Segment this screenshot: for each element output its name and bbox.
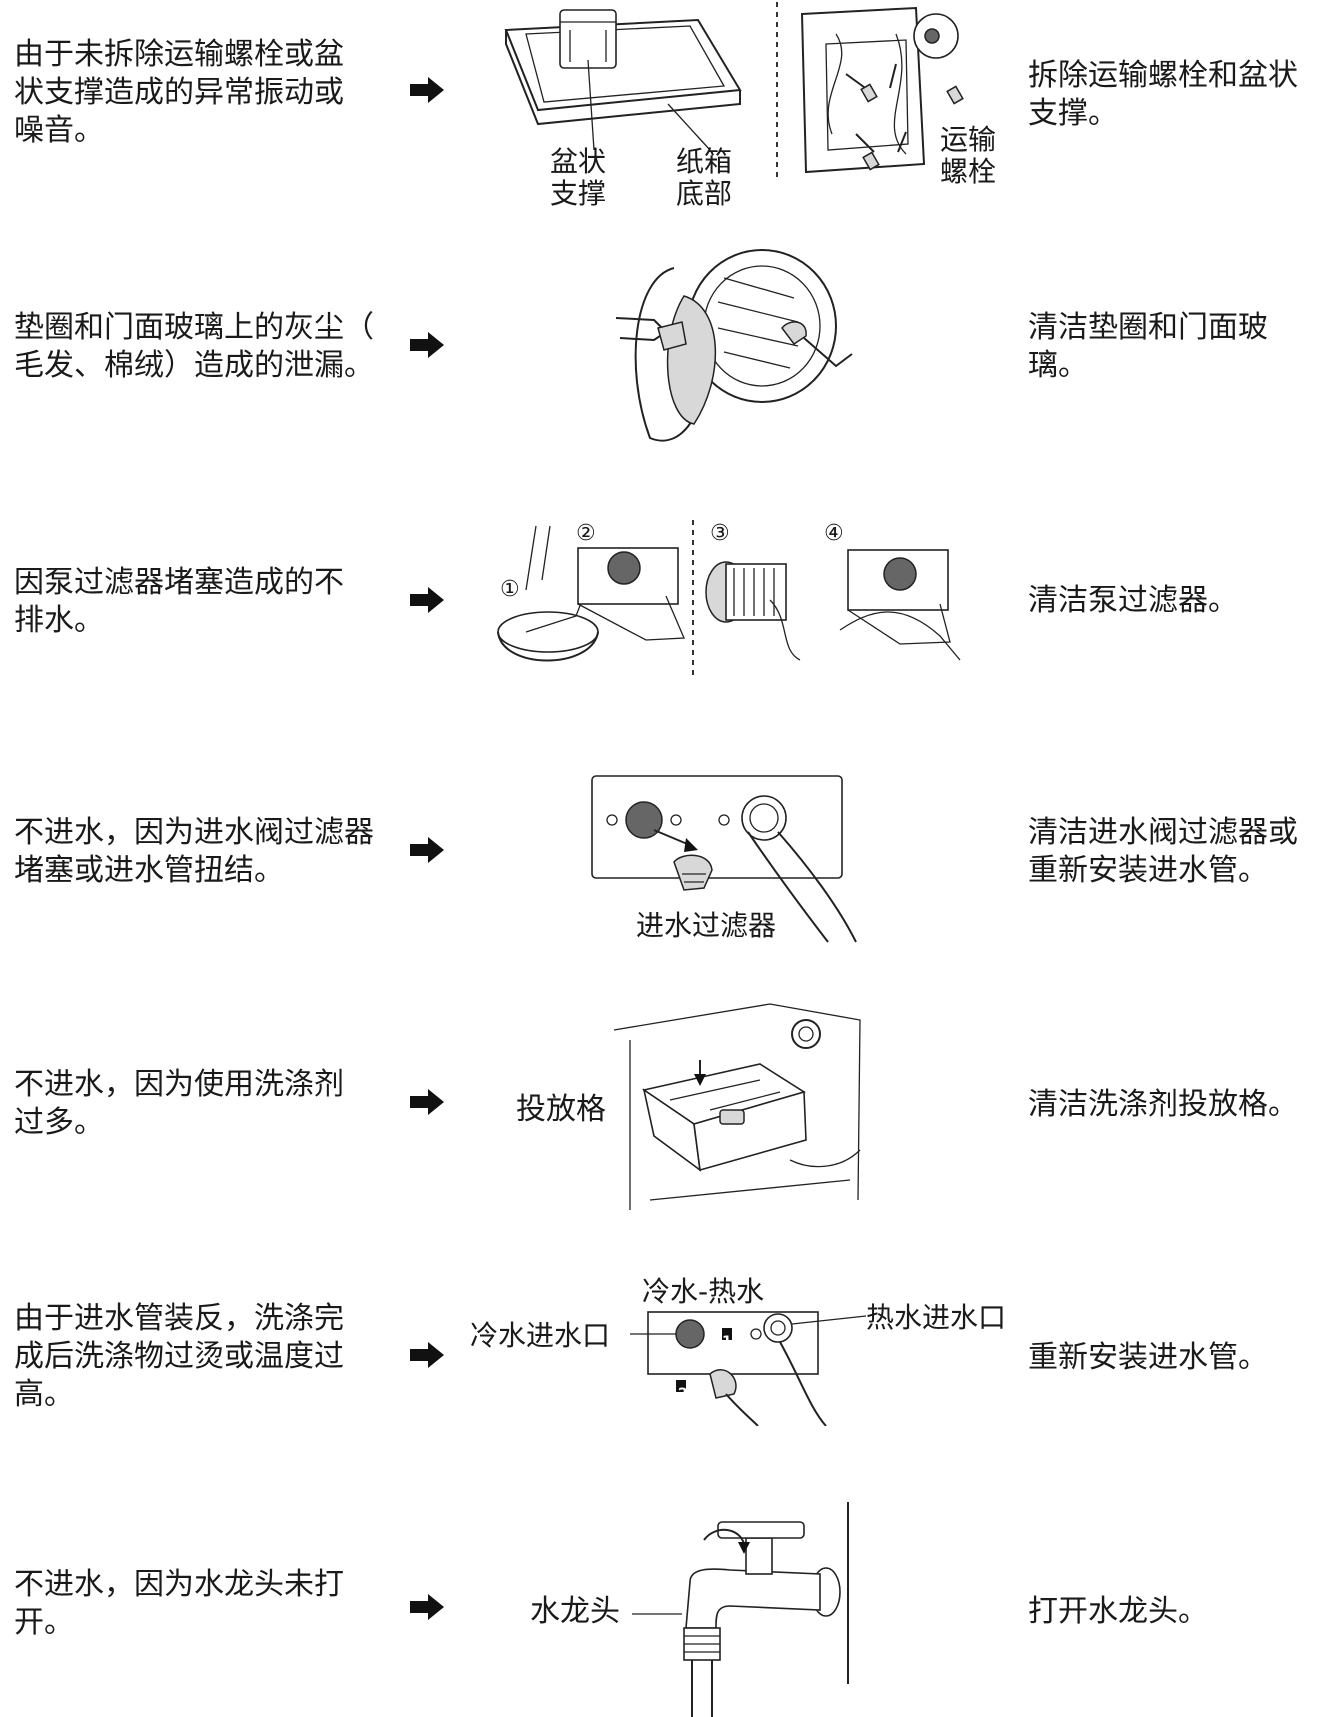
- cause-text: 垫圈和门面玻璃上的灰尘（ 毛发、棉绒）造成的泄漏。: [14, 309, 414, 385]
- tub-support-label: 盆状 支撑: [550, 146, 606, 210]
- arrow-right-icon: [408, 1340, 446, 1370]
- hose-swap-illustration: [630, 1298, 866, 1426]
- cold-inlet-label: 冷水进水口: [470, 1320, 610, 1352]
- remedy-text: 清洁进水阀过滤器或 重新安装进水管。: [1028, 814, 1328, 890]
- remedy-text: 清洁洗涤剂投放格。: [1028, 1086, 1328, 1124]
- pump-filter-steps-3-4-illustration: [700, 540, 980, 670]
- arrow-right-icon: [408, 835, 446, 865]
- faucet-label: 水龙头: [530, 1596, 620, 1628]
- carton-base-label: 纸箱 底部: [676, 146, 732, 210]
- transport-bolt-label: 运输 螺栓: [940, 124, 996, 188]
- arrow-right-icon: [408, 1592, 446, 1622]
- arrow-right-icon: [408, 585, 446, 615]
- cause-text: 由于未拆除运输螺栓或盆 状支撑造成的异常振动或 噪音。: [14, 36, 414, 150]
- badge-2: 2: [678, 1378, 688, 1410]
- pump-filter-steps-1-2-illustration: [496, 520, 686, 680]
- remedy-text: 打开水龙头。: [1028, 1593, 1328, 1631]
- detergent-dispenser-illustration: [610, 1000, 870, 1210]
- arrow-right-icon: [408, 75, 446, 105]
- remedy-text: 拆除运输螺栓和盆状 支撑。: [1028, 57, 1328, 133]
- hot-inlet-label: 热水进水口: [866, 1302, 1006, 1334]
- divider-dashed: [690, 518, 696, 678]
- arrow-right-icon: [408, 1087, 446, 1117]
- arrow-right-icon: [408, 330, 446, 360]
- divider-dashed: [774, 0, 780, 180]
- cause-text: 不进水，因为进水阀过滤器 堵塞或进水管扭结。: [14, 814, 414, 890]
- cause-text: 不进水，因为使用洗涤剂 过多。: [14, 1066, 414, 1142]
- faucet-illustration: [620, 1498, 860, 1717]
- inlet-filter-label: 进水过滤器: [636, 910, 776, 942]
- remedy-text: 清洁泵过滤器。: [1028, 582, 1328, 620]
- cause-text: 由于进水管装反，洗涤完 成后洗涤物过烫或温度过 高。: [14, 1300, 414, 1414]
- badge-1: 1: [722, 1326, 732, 1358]
- remedy-text: 清洁垫圈和门面玻 璃。: [1028, 309, 1328, 385]
- dispenser-drawer-label: 投放格: [516, 1094, 606, 1126]
- cause-text: 不进水，因为水龙头未打 开。: [14, 1566, 414, 1642]
- remedy-text: 重新安装进水管。: [1028, 1339, 1328, 1377]
- door-gasket-cleaning-illustration: [614, 248, 854, 448]
- cause-text: 因泵过滤器堵塞造成的不 排水。: [14, 564, 414, 640]
